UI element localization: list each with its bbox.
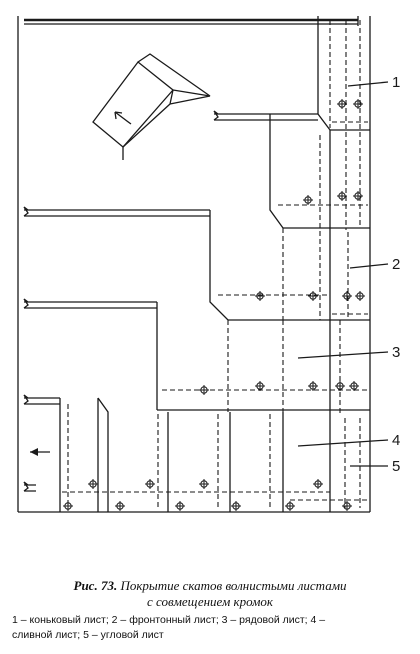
ridge-sheet [318, 16, 370, 230]
bolt-icon [308, 381, 318, 391]
roof-covering-diagram: 1 2 3 4 5 [0, 0, 400, 560]
bolt-icon [342, 291, 352, 301]
field-sheet [157, 210, 370, 416]
figure-title-line-1: Покрытие скатов волнистыми листами [120, 578, 347, 593]
bolt-icon [353, 191, 363, 201]
bolt-icon [353, 99, 363, 109]
gable-sheet [270, 114, 370, 320]
callout-2: 2 [392, 256, 400, 273]
bolt-icon [285, 501, 295, 511]
sheet-rows [24, 111, 318, 491]
figure-caption: Рис. 73. Покрытие скатов волнистыми лист… [0, 578, 420, 610]
bolt-icon [313, 479, 323, 489]
bolt-icon [255, 381, 265, 391]
figure-legend: 1 – коньковый лист; 2 – фронтонный лист;… [12, 613, 412, 643]
bolt-icon [308, 291, 318, 301]
bolt-icon [342, 501, 352, 511]
eaves-sheet [60, 398, 330, 512]
caption-line-1: Рис. 73. Покрытие скатов волнистыми лист… [0, 578, 420, 594]
bolt-icon [115, 501, 125, 511]
bolt-icon [335, 381, 345, 391]
bolt-icon [355, 291, 365, 301]
bolt-icon [255, 291, 265, 301]
legend-line-2: сливной лист; 5 – угловой лист [12, 629, 164, 641]
bolt-icon [63, 501, 73, 511]
legend-line-1: 1 – коньковый лист; 2 – фронтонный лист;… [12, 614, 326, 626]
bolt-icon [337, 99, 347, 109]
ridge-detail-sketch [93, 54, 210, 160]
bolt-icon [88, 479, 98, 489]
corner-sheet [290, 416, 368, 512]
bolt-icon [175, 501, 185, 511]
fastener-points [63, 99, 365, 511]
bolt-icon [145, 479, 155, 489]
callout-5: 5 [392, 458, 400, 475]
bolt-icon [337, 191, 347, 201]
roof-slope-outline [18, 16, 370, 512]
callout-1: 1 [392, 74, 400, 91]
bolt-icon [199, 385, 209, 395]
bolt-icon [199, 479, 209, 489]
figure-title-line-2: с совмещением кромок [147, 594, 273, 609]
bolt-icon [303, 195, 313, 205]
figure-number: Рис. 73. [73, 578, 118, 593]
direction-arrow-icon [30, 448, 50, 456]
callout-4: 4 [392, 432, 400, 449]
callout-leaders [298, 82, 388, 466]
bolt-icon [349, 381, 359, 391]
callout-3: 3 [392, 344, 400, 361]
bolt-icon [231, 501, 241, 511]
